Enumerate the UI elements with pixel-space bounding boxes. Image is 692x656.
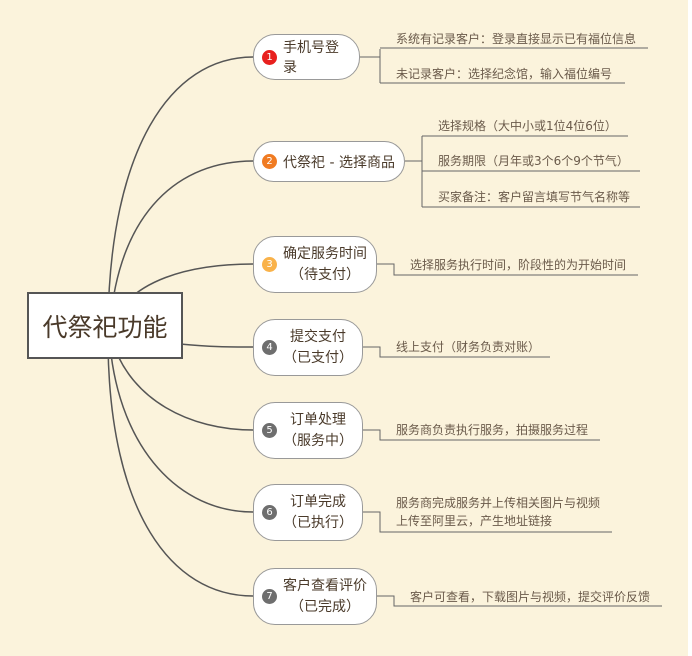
central-topic[interactable]: 代祭祀功能: [27, 292, 183, 359]
detail-text: 线上支付（财务负责对账）: [396, 340, 541, 354]
priority-7-icon: 7: [262, 589, 277, 604]
node-status: （服务中）: [283, 432, 353, 449]
node-status: （已执行）: [283, 514, 353, 531]
detail-text: 服务期限（月年或3个6个9个节气）: [438, 154, 629, 168]
node-label: 客户查看评价: [283, 577, 367, 594]
node-status: （待支付）: [290, 266, 360, 283]
detail-text: 选择服务执行时间，阶段性的为开始时间: [410, 258, 627, 272]
priority-4-icon: 4: [262, 340, 277, 355]
node-order-processing[interactable]: 5 订单处理 （服务中）: [253, 402, 363, 459]
branch-2: [109, 160, 254, 325]
detail-text: 系统有记录客户：登录直接显示已有福位信息: [396, 32, 637, 46]
node-status: （已支付）: [283, 349, 353, 366]
node-order-complete[interactable]: 6 订单完成 （已执行）: [253, 484, 363, 541]
priority-3-icon: 3: [262, 257, 277, 272]
node-label: 手机号登录: [283, 40, 339, 76]
detail-text: 选择规格（大中小或1位4位6位）: [438, 119, 617, 133]
node-phone-login[interactable]: 1 手机号登录: [253, 34, 360, 80]
priority-5-icon: 5: [262, 423, 277, 438]
priority-1-icon: 1: [262, 49, 277, 65]
detail-text: 服务商完成服务并上传相关图片与视频: [396, 496, 601, 510]
branch-7: [107, 344, 254, 597]
node-submit-payment[interactable]: 4 提交支付 （已支付）: [253, 319, 363, 376]
node-label: 订单处理: [290, 411, 346, 428]
branch-5: [111, 339, 254, 431]
node-label: 确定服务时间: [283, 245, 367, 262]
branch-6: [109, 344, 254, 513]
detail-text: 服务商负责执行服务，拍摄服务过程: [396, 423, 589, 437]
priority-2-icon: 2: [262, 154, 277, 169]
node-confirm-time[interactable]: 3 确定服务时间 （待支付）: [253, 236, 377, 293]
node-select-product[interactable]: 2 代祭祀 - 选择商品: [253, 141, 405, 182]
node-status: （已完成）: [290, 598, 360, 615]
priority-6-icon: 6: [262, 505, 277, 520]
detail-text: 未记录客户：选择纪念馆，输入福位编号: [396, 67, 613, 81]
node-label: 提交支付: [290, 328, 346, 345]
node-label: 订单完成: [290, 493, 346, 510]
branch-4: [179, 343, 254, 348]
node-customer-review[interactable]: 7 客户查看评价 （已完成）: [253, 568, 377, 625]
detail-text: 买家备注：客户留言填写节气名称等: [438, 190, 631, 204]
detail-text: 上传至阿里云，产生地址链接: [396, 514, 553, 528]
branch-1: [107, 56, 254, 325]
node-label: 代祭祀 - 选择商品: [283, 154, 395, 171]
detail-text: 客户可查看，下载图片与视频，提交评价反馈: [410, 590, 651, 604]
